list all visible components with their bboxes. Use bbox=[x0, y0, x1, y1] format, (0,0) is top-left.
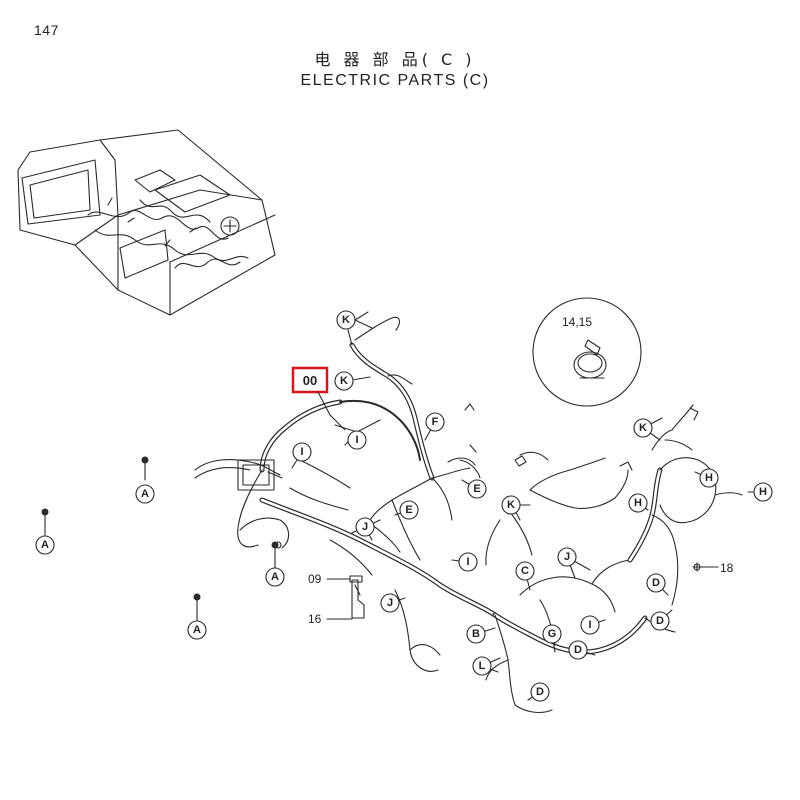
svg-text:D: D bbox=[652, 577, 660, 589]
callout-k1: K bbox=[336, 310, 356, 330]
title-english: ELECTRIC PARTS (C) bbox=[300, 72, 490, 89]
callout-h2: H bbox=[753, 482, 773, 502]
svg-text:I: I bbox=[588, 619, 591, 631]
svg-text:I: I bbox=[300, 446, 303, 458]
callout-i4: I bbox=[580, 615, 600, 635]
page-number: 147 bbox=[34, 22, 59, 38]
svg-text:J: J bbox=[362, 521, 368, 533]
callout-k3: K bbox=[501, 495, 521, 515]
callout-d3: D bbox=[568, 640, 588, 660]
svg-text:J: J bbox=[564, 551, 570, 563]
svg-text:A: A bbox=[193, 624, 201, 636]
machine-overview-sketch bbox=[17, 129, 276, 316]
highlight-part-label: 00 bbox=[303, 373, 317, 388]
callout-i3: I bbox=[458, 552, 478, 572]
svg-text:E: E bbox=[405, 504, 412, 516]
callout-b1: B bbox=[466, 624, 486, 644]
callout-k2: K bbox=[334, 371, 354, 391]
main-wire-harness bbox=[194, 316, 743, 714]
callout-j2: J bbox=[380, 593, 400, 613]
callout-d2: D bbox=[650, 611, 670, 631]
part-number-18: 18 bbox=[720, 561, 734, 575]
title-chinese: 电 器 部 品( C ) bbox=[314, 50, 476, 69]
callout-k4: K bbox=[633, 418, 653, 438]
callout-a1: A bbox=[135, 484, 155, 504]
part-number-09: 09 bbox=[308, 572, 322, 586]
svg-text:J: J bbox=[387, 597, 393, 609]
svg-text:A: A bbox=[41, 539, 49, 551]
svg-text:K: K bbox=[340, 375, 348, 387]
callout-e2: E bbox=[399, 500, 419, 520]
svg-text:E: E bbox=[473, 483, 480, 495]
callout-l1: L bbox=[472, 656, 492, 676]
callout-g1: G bbox=[542, 624, 562, 644]
callout-j1: J bbox=[355, 517, 375, 537]
callout-i2: I bbox=[292, 442, 312, 462]
callout-d4: D bbox=[530, 682, 550, 702]
svg-text:H: H bbox=[759, 486, 767, 498]
callout-h3: H bbox=[628, 493, 648, 513]
svg-text:I: I bbox=[355, 434, 358, 446]
callout-d1: D bbox=[646, 573, 666, 593]
svg-text:A: A bbox=[141, 488, 149, 500]
fastener-symbols bbox=[41, 456, 279, 601]
svg-text:K: K bbox=[507, 499, 515, 511]
callout-e1: E bbox=[467, 479, 487, 499]
callout-h1: H bbox=[699, 468, 719, 488]
svg-text:A: A bbox=[271, 571, 279, 583]
svg-text:D: D bbox=[536, 686, 544, 698]
svg-text:F: F bbox=[432, 416, 439, 428]
highlight-box bbox=[291, 366, 329, 394]
svg-text:L: L bbox=[479, 660, 486, 672]
callout-c1: C bbox=[515, 561, 535, 581]
svg-text:G: G bbox=[548, 628, 557, 640]
clamp-inset bbox=[532, 297, 642, 407]
callout-f1: F bbox=[425, 412, 445, 432]
svg-text:H: H bbox=[705, 472, 713, 484]
inset-part-label: 14,15 bbox=[562, 315, 592, 329]
part-number-16: 16 bbox=[308, 612, 322, 626]
svg-text:C: C bbox=[521, 565, 529, 577]
callout-a4: A bbox=[265, 567, 285, 587]
highlight-leader-line bbox=[317, 391, 346, 431]
callout-j3: J bbox=[557, 547, 577, 567]
svg-text:B: B bbox=[472, 628, 480, 640]
svg-text:K: K bbox=[342, 314, 350, 326]
svg-text:H: H bbox=[634, 497, 642, 509]
svg-text:D: D bbox=[656, 615, 664, 627]
callout-a3: A bbox=[187, 620, 207, 640]
svg-text:K: K bbox=[639, 422, 647, 434]
callout-a2: A bbox=[35, 535, 55, 555]
svg-text:D: D bbox=[574, 644, 582, 656]
callout-i1: I bbox=[347, 430, 367, 450]
svg-text:I: I bbox=[466, 556, 469, 568]
